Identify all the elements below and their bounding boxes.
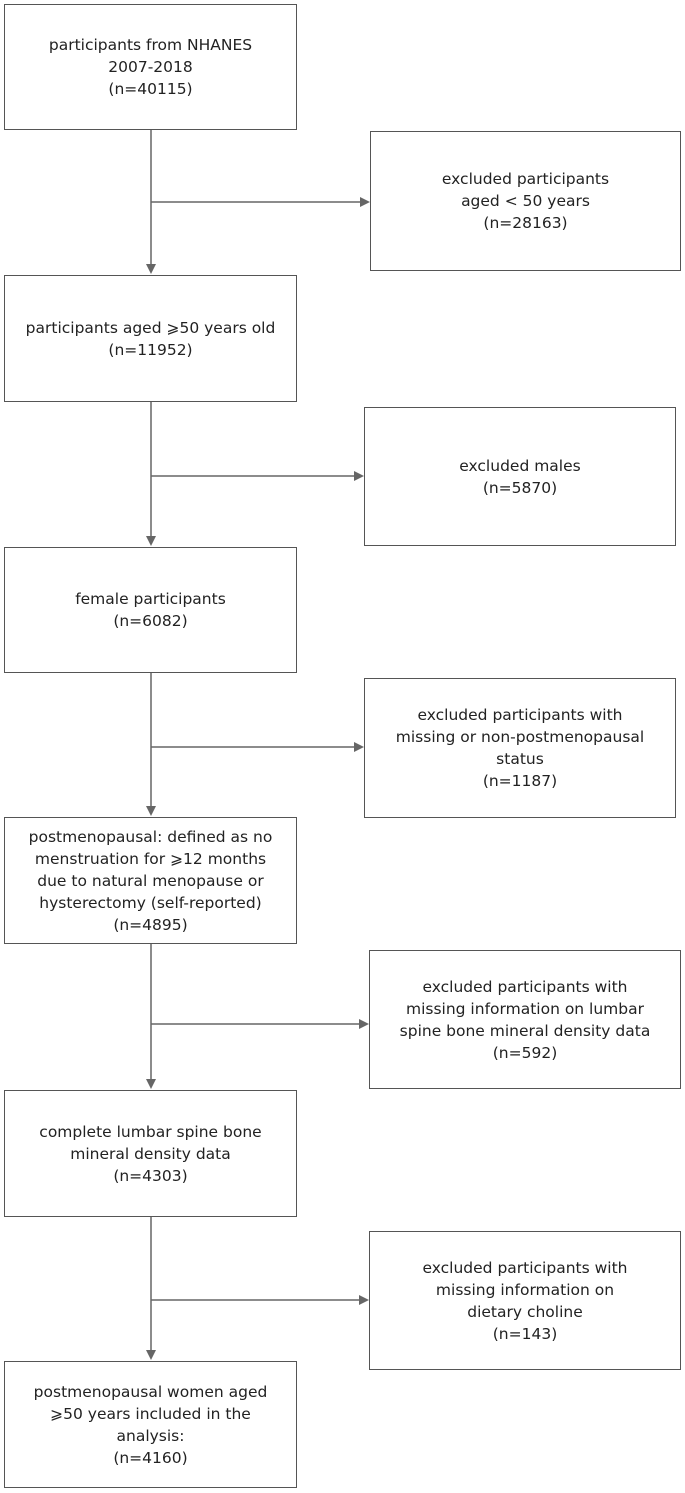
box-line: (n=6082)	[113, 612, 188, 630]
box-line: (n=11952)	[108, 340, 193, 359]
box-excluded-missing-bmd: excluded participants with missing infor…	[369, 950, 681, 1089]
box-line: (n=4160)	[113, 1448, 188, 1467]
box-line: missing or non-postmenopausal	[395, 728, 645, 746]
box-line: (n=28163)	[483, 214, 568, 232]
box-line: participants aged ⩾50 years old	[25, 318, 276, 337]
box-aged-50-plus: participants aged ⩾50 years old (n=11952…	[4, 275, 297, 402]
box-line: missing information on lumbar	[405, 999, 644, 1018]
box-line: participants from NHANES	[48, 36, 253, 54]
box-line: hysterectomy (self-reported)	[39, 893, 262, 912]
box-line: excluded males	[459, 456, 581, 475]
box-complete-bmd-data: complete lumbar spine bone mineral densi…	[4, 1090, 297, 1217]
box-female-participants: female participants (n=6082)	[4, 547, 297, 673]
box-excluded-missing-choline: excluded participants with missing infor…	[369, 1231, 681, 1370]
box-line: (n=4303)	[113, 1166, 188, 1185]
box-line: (n=592)	[492, 1043, 558, 1062]
arrowhead-main-2	[146, 536, 156, 546]
arrowhead-main-3	[146, 806, 156, 816]
box-line: mineral density data	[70, 1144, 231, 1163]
box-postmenopausal: postmenopausal: defined as no menstruati…	[4, 817, 297, 944]
box-line: status	[496, 750, 544, 768]
box-excluded-under-50: excluded participants aged < 50 years (n…	[370, 131, 681, 271]
arrowhead-excl-5	[359, 1295, 369, 1305]
arrowhead-excl-3	[354, 742, 364, 752]
box-final-analysis: postmenopausal women aged ⩾50 years incl…	[4, 1361, 297, 1488]
box-line: spine bone mineral density data	[399, 1021, 651, 1040]
box-line: excluded participants with	[417, 706, 623, 724]
box-excluded-menopausal-status: excluded participants with missing or no…	[364, 678, 676, 818]
box-line: aged < 50 years	[461, 192, 590, 210]
box-line: female participants	[75, 590, 226, 608]
box-line: excluded participants with	[422, 977, 628, 996]
arrowhead-excl-1	[360, 197, 370, 207]
box-line: (n=4895)	[113, 915, 188, 934]
box-line: 2007-2018	[108, 58, 193, 76]
box-excluded-males: excluded males (n=5870)	[364, 407, 676, 546]
arrowhead-main-4	[146, 1079, 156, 1089]
box-line: analysis:	[116, 1426, 185, 1445]
box-line: (n=1187)	[482, 772, 558, 790]
box-line: excluded participants with	[422, 1258, 628, 1277]
box-nhanes-participants: participants from NHANES 2007-2018 (n=40…	[4, 4, 297, 130]
arrowhead-excl-4	[359, 1019, 369, 1029]
arrowhead-main-5	[146, 1350, 156, 1360]
box-line: postmenopausal women aged	[33, 1382, 268, 1401]
box-line: (n=143)	[492, 1324, 558, 1343]
box-line: menstruation for ⩾12 months	[34, 849, 267, 868]
box-line: (n=40115)	[108, 80, 193, 98]
box-line: (n=5870)	[482, 478, 558, 497]
box-line: ⩾50 years included in the	[50, 1404, 251, 1423]
arrowhead-main-1	[146, 264, 156, 274]
box-line: dietary choline	[467, 1302, 583, 1321]
box-line: postmenopausal: defined as no	[28, 827, 273, 846]
box-line: complete lumbar spine bone	[39, 1122, 262, 1141]
box-line: due to natural menopause or	[37, 871, 264, 890]
box-line: missing information on	[435, 1280, 615, 1299]
arrowhead-excl-2	[354, 471, 364, 481]
box-line: excluded participants	[441, 170, 610, 188]
